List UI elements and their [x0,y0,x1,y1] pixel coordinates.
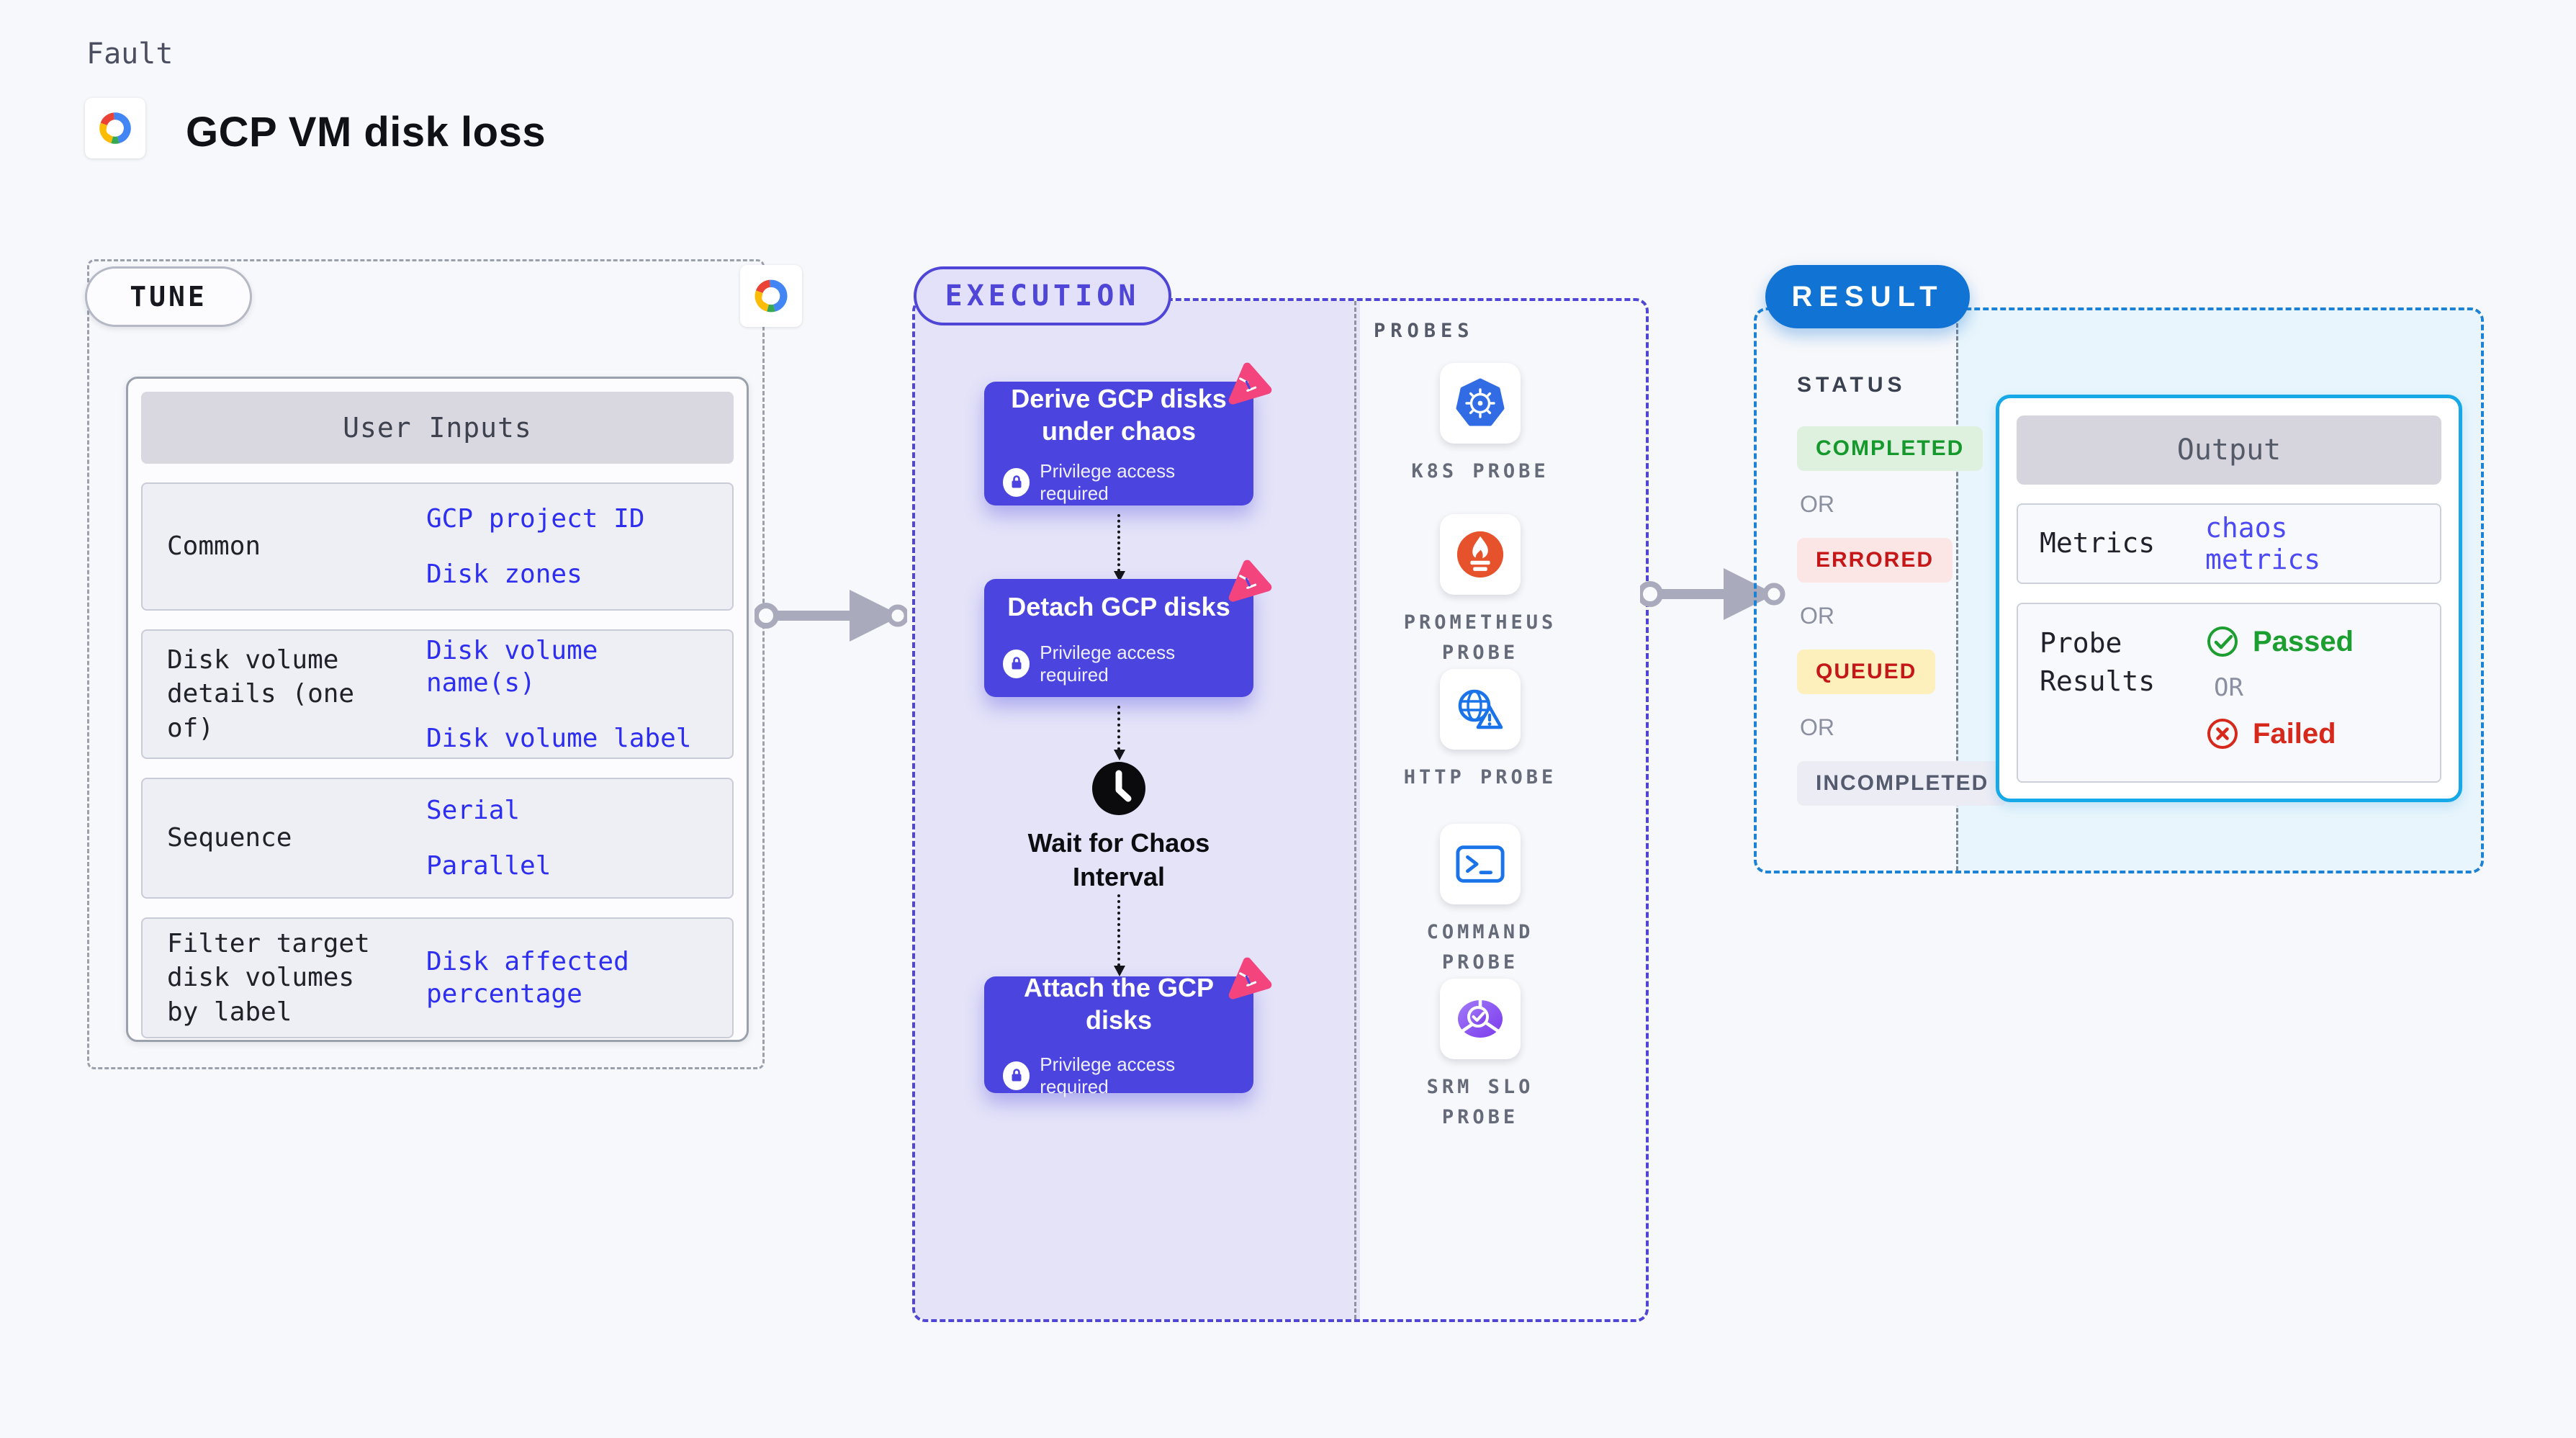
step-derive-gcp-disks: Derive GCP disks under chaos Privilege a… [984,362,1272,505]
probe-name: K8S PROBE [1411,460,1549,482]
failed-x-icon [2207,719,2238,749]
status-or: OR [1800,491,1834,517]
probe-srm-slo: SRM SLO PROBE [1392,979,1568,1133]
tune-section [87,259,765,1069]
gcp-cloud-icon [755,279,788,313]
chaos-badge-icon [1228,362,1272,405]
page-title: GCP VM disk loss [186,109,546,156]
status-badge-queued: QUEUED [1797,650,1936,694]
input-row-label: Disk volume details (one of) [167,644,355,743]
input-value: Disk affected percentage [426,947,629,1009]
step-detach-gcp-disks: Detach GCP disks Privilege access requir… [984,560,1272,697]
flow-connector [1114,894,1125,976]
privilege-label: Privilege access required [1040,460,1176,504]
probe-name: HTTP PROBE [1403,766,1557,788]
step-title: Detach GCP disks [1007,591,1230,621]
probe-name: COMMAND PROBE [1426,921,1534,974]
probes-label: PROBES [1374,320,1474,342]
metrics-label: Metrics [2040,527,2156,560]
input-value: Disk zones [426,560,582,589]
failed-label: Failed [2253,717,2336,750]
probe-results-label: Probe Results [2040,627,2156,698]
privilege-label: Privilege access required [1040,1053,1176,1097]
prometheus-icon [1440,514,1521,595]
probes-panel: PROBES K8S PROBE [1354,301,1646,1319]
output-header: Output [2017,415,2441,485]
step-title: Attach the GCP disks [1023,973,1215,1035]
probe-name: PROMETHEUS PROBE [1403,611,1557,664]
chaos-badge-icon [1228,560,1272,602]
input-row-label: Filter target disk volumes by label [167,928,370,1027]
status-heading: STATUS [1797,373,1906,397]
clock-icon [1092,762,1145,815]
input-value: Parallel [426,851,551,881]
lock-icon [1003,1061,1030,1090]
probe-command: COMMAND PROBE [1392,824,1568,978]
result-pill: RESULT [1765,265,1970,328]
probe-results-or: OR [2214,673,2243,702]
input-value: GCP project ID [426,504,645,534]
input-row-label: Common [167,531,261,562]
input-value: Serial [426,796,521,825]
gcp-logo-tile [85,98,145,158]
status-badge-completed: COMPLETED [1797,426,1983,471]
wait-step-label: Wait for Chaos Interval [1027,828,1210,891]
input-value: Disk volume label [426,723,692,753]
input-row-label: Sequence [167,823,292,853]
status-or: OR [1800,714,1834,740]
user-inputs-card: User Inputs Common GCP project ID Disk z… [126,377,749,1042]
step-title: Derive GCP disks under chaos [1011,384,1227,446]
execution-pill: EXECUTION [914,266,1171,325]
step-attach-gcp-disks: Attach the GCP disks Privilege access re… [984,957,1272,1097]
http-globe-warning-icon [1440,669,1521,750]
input-row-sequence: Sequence Serial Parallel [141,778,734,899]
probe-http: HTTP PROBE [1392,669,1568,793]
tune-to-execution-arrow [755,590,907,642]
output-card: Output Metrics chaos metrics Probe Resul… [1996,395,2462,802]
probe-name: SRM SLO PROBE [1426,1076,1534,1128]
status-badge-errored: ERRORED [1797,538,1953,583]
execution-to-result-arrow [1640,568,1785,620]
chaos-badge-icon [1228,957,1272,999]
lock-icon [1003,649,1030,678]
tune-pill: TUNE [85,266,252,327]
fault-kicker: Fault [86,37,174,71]
status-or: OR [1800,603,1834,629]
gcp-cloud-icon [99,112,131,144]
metrics-value: chaos metrics [2205,512,2321,575]
input-value: Disk volume name(s) [426,635,598,698]
user-inputs-header: User Inputs [141,392,734,464]
kubernetes-icon [1440,363,1521,444]
execution-section: Derive GCP disks under chaos Privilege a… [912,298,1649,1322]
passed-label: Passed [2253,625,2354,657]
input-row-disk-volume: Disk volume details (one of) Disk volume… [141,629,734,759]
status-badge-incompleted: INCOMPLETED [1797,761,2008,806]
input-row-common: Common GCP project ID Disk zones [141,482,734,611]
status-column: STATUS COMPLETED OR ERRORED OR QUEUED OR… [1797,373,2008,823]
passed-check-icon [2207,626,2238,657]
flow-connector [1114,706,1125,760]
terminal-icon [1440,824,1521,904]
probe-k8s: K8S PROBE [1392,363,1568,487]
flow-connector [1114,514,1125,582]
srm-slo-icon [1440,979,1521,1059]
gcp-corner-logo-tile [740,265,802,327]
privilege-label: Privilege access required [1040,641,1176,686]
probe-results-row: Probe Results Passed OR Failed [2017,603,2441,783]
metrics-row: Metrics chaos metrics [2017,503,2441,584]
lock-icon [1003,468,1030,497]
probe-prometheus: PROMETHEUS PROBE [1392,514,1568,668]
input-row-filter: Filter target disk volumes by label Disk… [141,917,734,1038]
